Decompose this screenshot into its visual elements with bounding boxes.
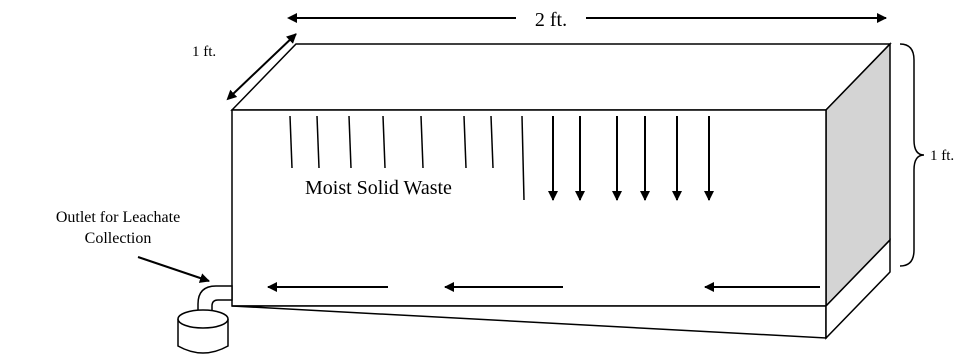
- width-label-bg: [516, 6, 586, 30]
- height-label: 1 ft.: [930, 148, 954, 164]
- downward-flow-arrows: [548, 116, 714, 201]
- width-label: 2 ft.: [535, 9, 567, 31]
- percolation-line: [420, 115, 424, 169]
- box-front-face: [231, 109, 827, 307]
- outlet-pointer-arrow: [137, 256, 210, 283]
- percolation-line: [382, 115, 386, 169]
- depth-label: 1 ft.: [192, 44, 216, 60]
- percolation-lines: [289, 115, 525, 201]
- percolation-line: [490, 115, 494, 169]
- outlet-label-line1: Outlet for Leachate: [56, 209, 180, 226]
- percolation-line: [521, 115, 525, 201]
- contents-label: Moist Solid Waste: [305, 177, 452, 199]
- sloped-base: [231, 305, 827, 339]
- percolation-line: [348, 115, 352, 169]
- depth-dimension-arrow: [226, 33, 297, 101]
- height-brace: [899, 43, 925, 267]
- percolation-line: [316, 115, 320, 169]
- outlet-label-line2: Collection: [85, 230, 152, 247]
- collection-cup: [177, 309, 229, 354]
- sloped-base-side: [825, 238, 891, 340]
- percolation-line: [463, 115, 467, 169]
- percolation-line: [289, 115, 293, 169]
- box-top-face: [230, 43, 892, 111]
